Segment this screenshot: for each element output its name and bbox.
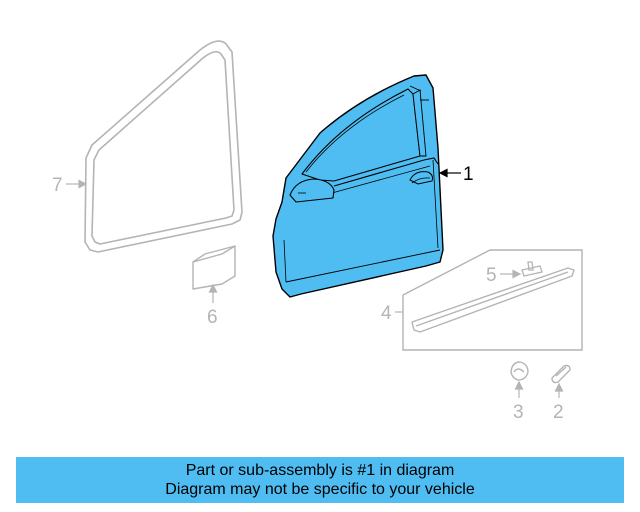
info-banner: Part or sub-assembly is #1 in diagram Di… [16,457,624,503]
part-7-leader [66,179,88,189]
callout-4: 4 [381,303,392,324]
callout-1: 1 [463,164,474,185]
callout-2: 2 [553,402,564,423]
part-4-group-box[interactable] [402,249,583,351]
callout-7: 7 [52,175,63,196]
part-2-plug[interactable] [551,364,571,384]
callout-6: 6 [207,307,218,328]
part-6-leader [208,283,218,303]
part-7-weatherstrip[interactable] [84,40,243,253]
part-2-leader [554,382,564,398]
part-5-leader [500,269,522,279]
part-3-leader [514,380,524,398]
part-4-moulding[interactable] [411,267,575,333]
banner-line-1: Part or sub-assembly is #1 in diagram [185,462,455,479]
part-1-leader [438,168,461,178]
part-3-grommet[interactable] [510,361,529,381]
callout-5: 5 [486,265,497,286]
part-5-clip[interactable] [521,261,543,277]
callout-3: 3 [513,402,524,423]
part-1-door-shell[interactable] [272,74,444,298]
part-6-pad[interactable] [192,245,236,290]
banner-line-2: Diagram may not be specific to your vehi… [165,481,475,498]
